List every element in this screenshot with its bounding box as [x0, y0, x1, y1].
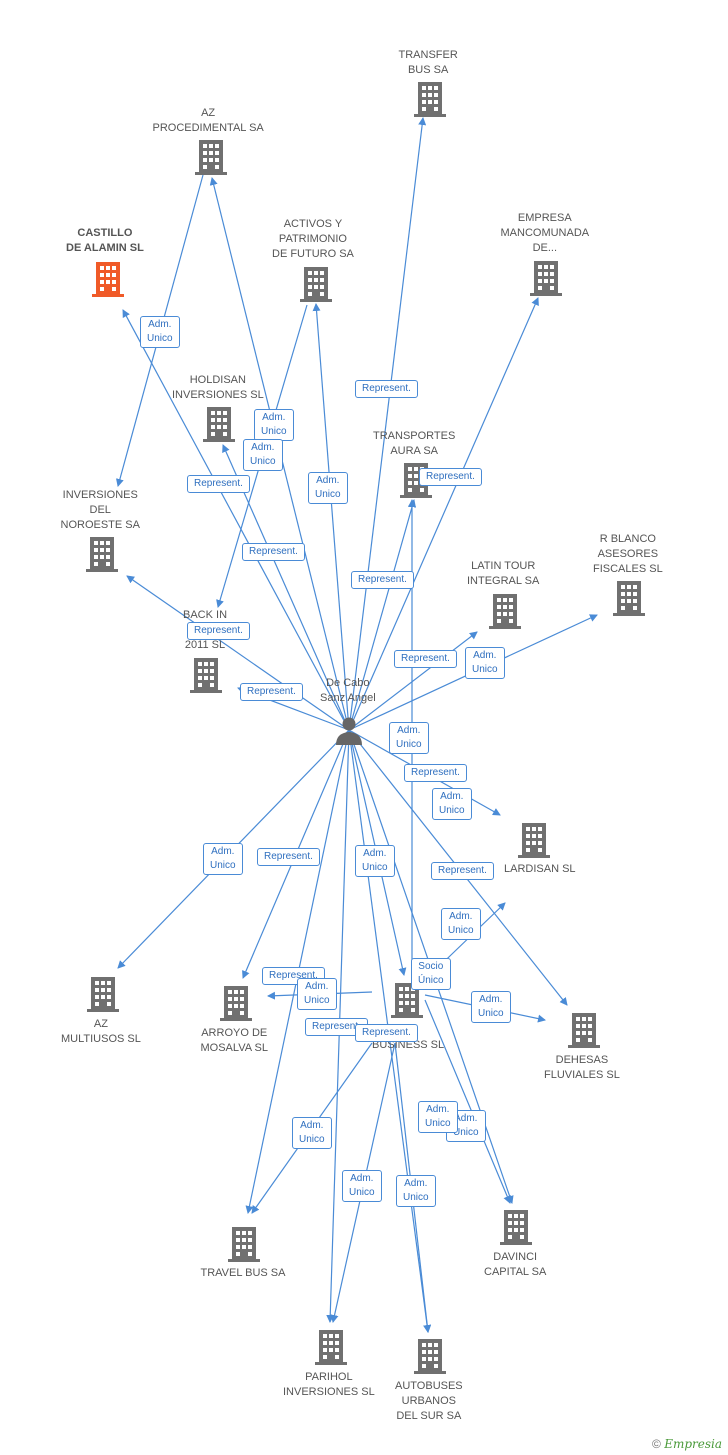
relation-role-label: Adm. Unico [292, 1117, 332, 1149]
building-icon[interactable] [613, 581, 645, 616]
relation-role-label: Adm. Unico [243, 439, 283, 471]
relation-role-label: Adm. Unico [465, 647, 505, 679]
relation-edge [424, 999, 511, 1204]
company-label-empresa[interactable]: EMPRESA MANCOMUNADA DE... [500, 212, 590, 254]
relation-role-label: Adm. Unico [203, 843, 243, 875]
relation-edge [348, 297, 539, 731]
relation-edge [312, 303, 350, 731]
company-label-arroyo[interactable]: ARROYO DE MOSALVA SL [200, 1027, 268, 1054]
company-label-az-proc[interactable]: AZ PROCEDIMENTAL SA [152, 107, 264, 134]
relation-role-label: Represent. [355, 380, 418, 398]
relation-edge [122, 309, 350, 731]
building-icon[interactable] [414, 82, 446, 117]
relation-role-label: Represent. [351, 571, 414, 589]
relation-role-label: Adm. Unico [297, 978, 337, 1010]
relation-role-label: Represent. [187, 475, 250, 493]
relation-role-label: Represent. [240, 683, 303, 701]
copyright-symbol: © [652, 1437, 661, 1451]
company-label-castillo[interactable]: CASTILLO DE ALAMIN SL [66, 227, 144, 254]
building-icon[interactable] [195, 140, 227, 175]
building-icon[interactable] [414, 1339, 446, 1374]
company-label-travel[interactable]: TRAVEL BUS SA [200, 1267, 286, 1279]
company-label-transfer[interactable]: TRANSFER BUS SA [398, 49, 458, 76]
building-icon[interactable] [87, 977, 119, 1012]
company-label-holdisan[interactable]: HOLDISAN INVERSIONES SL [172, 374, 264, 401]
building-icon[interactable] [489, 594, 521, 629]
company-label-autobuses[interactable]: AUTOBUSES URBANOS DEL SUR SA [395, 1380, 463, 1422]
relation-role-label: Adm. Unico [441, 908, 481, 940]
building-icon[interactable] [220, 986, 252, 1021]
building-icon[interactable] [518, 823, 550, 858]
building-icon[interactable] [190, 658, 222, 693]
relation-role-label: Represent. [305, 1018, 368, 1036]
relation-edge [348, 631, 478, 731]
company-label-activos[interactable]: ACTIVOS Y PATRIMONIO DE FUTURO SA [272, 218, 354, 260]
relation-edge [126, 575, 350, 731]
company-label-r-blanco[interactable]: R BLANCO ASESORES FISCALES SL [593, 533, 663, 575]
company-label-az-mult[interactable]: AZ MULTIUSOS SL [61, 1018, 141, 1045]
relation-role-label: Represent. [257, 848, 320, 866]
building-icon[interactable] [92, 262, 124, 297]
relation-role-label: Adm. Unico [254, 409, 294, 441]
building-icon[interactable] [530, 261, 562, 296]
relation-edge [348, 499, 416, 731]
relation-role-label: Represent. [419, 468, 482, 486]
relation-role-label: Adm. Unico [140, 316, 180, 348]
brand-name: Empresia [664, 1437, 722, 1451]
relation-role-label: Adm. Unico [308, 472, 348, 504]
relation-role-label: Adm. Unico [342, 1170, 382, 1202]
company-label-parihol[interactable]: PARIHOL INVERSIONES SL [283, 1371, 375, 1398]
relation-role-label: Adm. Unico [471, 991, 511, 1023]
building-icon[interactable] [315, 1330, 347, 1365]
relation-role-label: Adm. Unico [355, 845, 395, 877]
building-icon[interactable] [300, 267, 332, 302]
relation-role-label: Represent. [404, 764, 467, 782]
person-name[interactable]: De Cabo Sanz Angel [320, 677, 376, 704]
building-icon[interactable] [568, 1013, 600, 1048]
building-icon[interactable] [203, 407, 235, 442]
footer-brand: © Empresia [652, 1437, 722, 1451]
building-icon[interactable] [86, 537, 118, 572]
company-label-lardisan[interactable]: LARDISAN SL [504, 863, 576, 875]
relation-role-label: Represent. [187, 622, 250, 640]
relation-role-label: Adm. Unico [432, 788, 472, 820]
relation-role-label: Socio Único [411, 958, 451, 990]
company-label-inv-noroeste[interactable]: INVERSIONES DEL NOROESTE SA [60, 489, 140, 531]
relation-role-label: Represent. [431, 862, 494, 880]
relation-role-label: Adm. Unico [389, 722, 429, 754]
building-icon[interactable] [500, 1210, 532, 1245]
company-label-davinci[interactable]: DAVINCI CAPITAL SA [484, 1251, 547, 1278]
company-label-dehesas[interactable]: DEHESAS FLUVIALES SL [544, 1054, 620, 1081]
relation-edge [348, 117, 427, 731]
company-label-latin[interactable]: LATIN TOUR INTEGRAL SA [467, 560, 540, 587]
relation-role-label: Adm. Unico [396, 1175, 436, 1207]
relation-role-label: Represent. [242, 543, 305, 561]
relation-role-label: Represent. [394, 650, 457, 668]
relation-role-label: Represent. [355, 1024, 418, 1042]
company-label-transportes[interactable]: TRANSPORTES AURA SA [373, 430, 456, 457]
person-icon[interactable] [336, 717, 362, 746]
building-icon[interactable] [228, 1227, 260, 1262]
relation-role-label: Adm. Unico [418, 1101, 458, 1133]
